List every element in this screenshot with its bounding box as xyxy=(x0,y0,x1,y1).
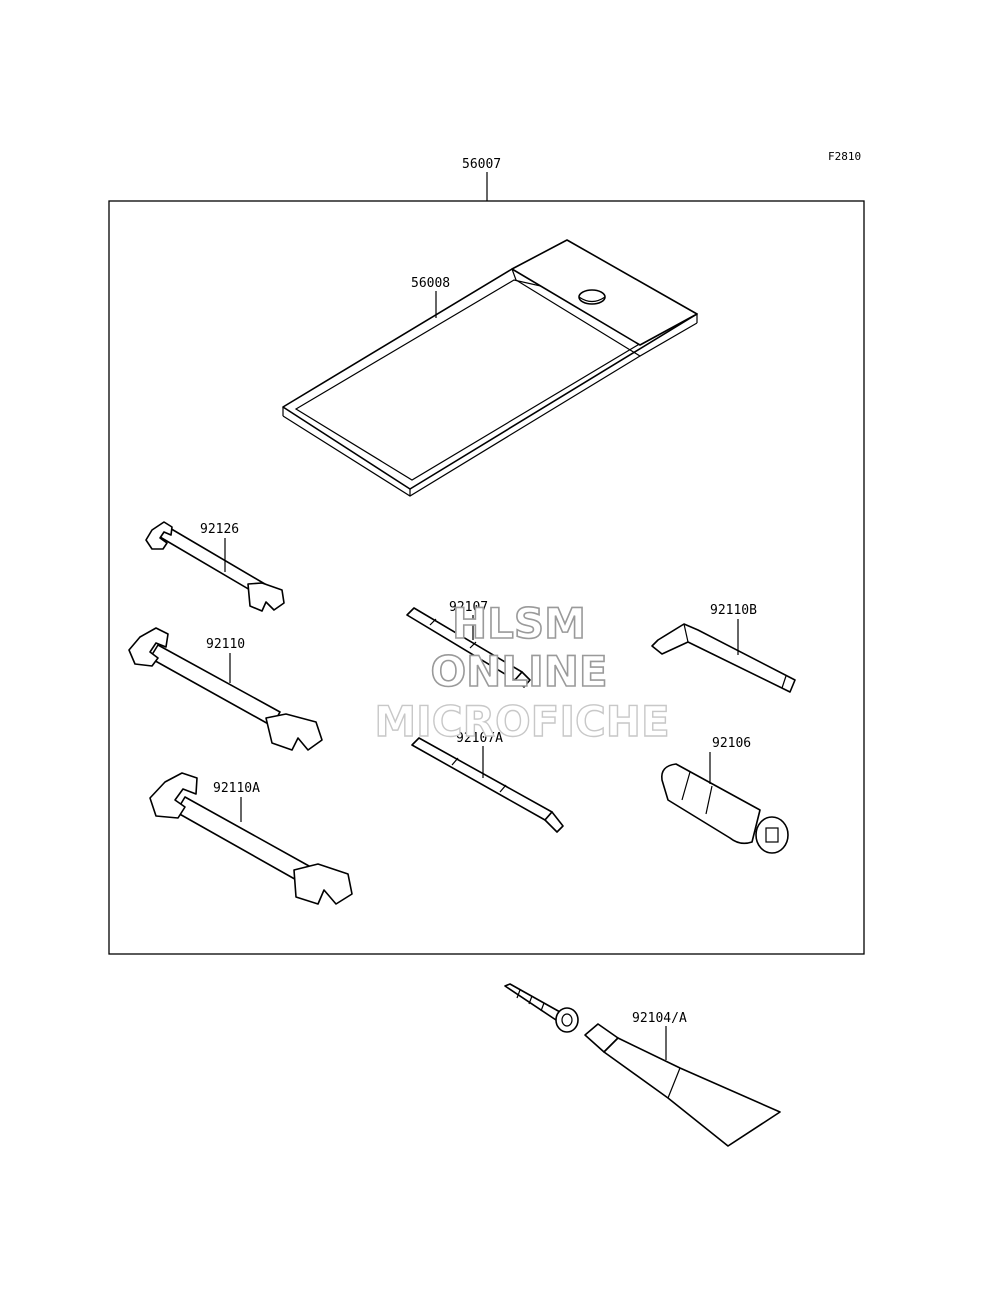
label-socket-handle: 92106 xyxy=(712,736,751,751)
label-screwdriver-bit: 92107 xyxy=(449,600,488,615)
figure-code: F2810 xyxy=(828,150,861,163)
wrench-large-illustration xyxy=(149,772,353,905)
screwdriver-bit-illustration xyxy=(406,607,531,688)
label-repair-kit: 92104/A xyxy=(632,1011,687,1026)
watermark-line-1: HLSM xyxy=(452,599,586,648)
label-hex-key: 92110B xyxy=(710,603,757,618)
tool-kit-frame xyxy=(108,200,865,955)
socket-handle-illustration xyxy=(660,763,789,854)
label-screwdriver-grip: 92107A xyxy=(456,731,503,746)
label-tool-bag: 56008 xyxy=(411,276,450,291)
hex-key-illustration xyxy=(651,623,796,693)
screwdriver-grip-illustration xyxy=(411,737,564,833)
wrench-medium-illustration xyxy=(128,627,323,751)
watermark-line-3: MICROFICHE xyxy=(374,697,669,746)
repair-kit-illustration xyxy=(504,983,781,1147)
label-wrench-medium: 92110 xyxy=(206,637,245,652)
watermark-line-2: ONLINE xyxy=(430,647,607,696)
tool-bag-illustration xyxy=(282,239,698,497)
label-tool-kit: 56007 xyxy=(462,157,501,172)
label-wrench-small: 92126 xyxy=(200,522,239,537)
label-wrench-large: 92110A xyxy=(213,781,260,796)
wrench-small-illustration xyxy=(145,521,285,612)
